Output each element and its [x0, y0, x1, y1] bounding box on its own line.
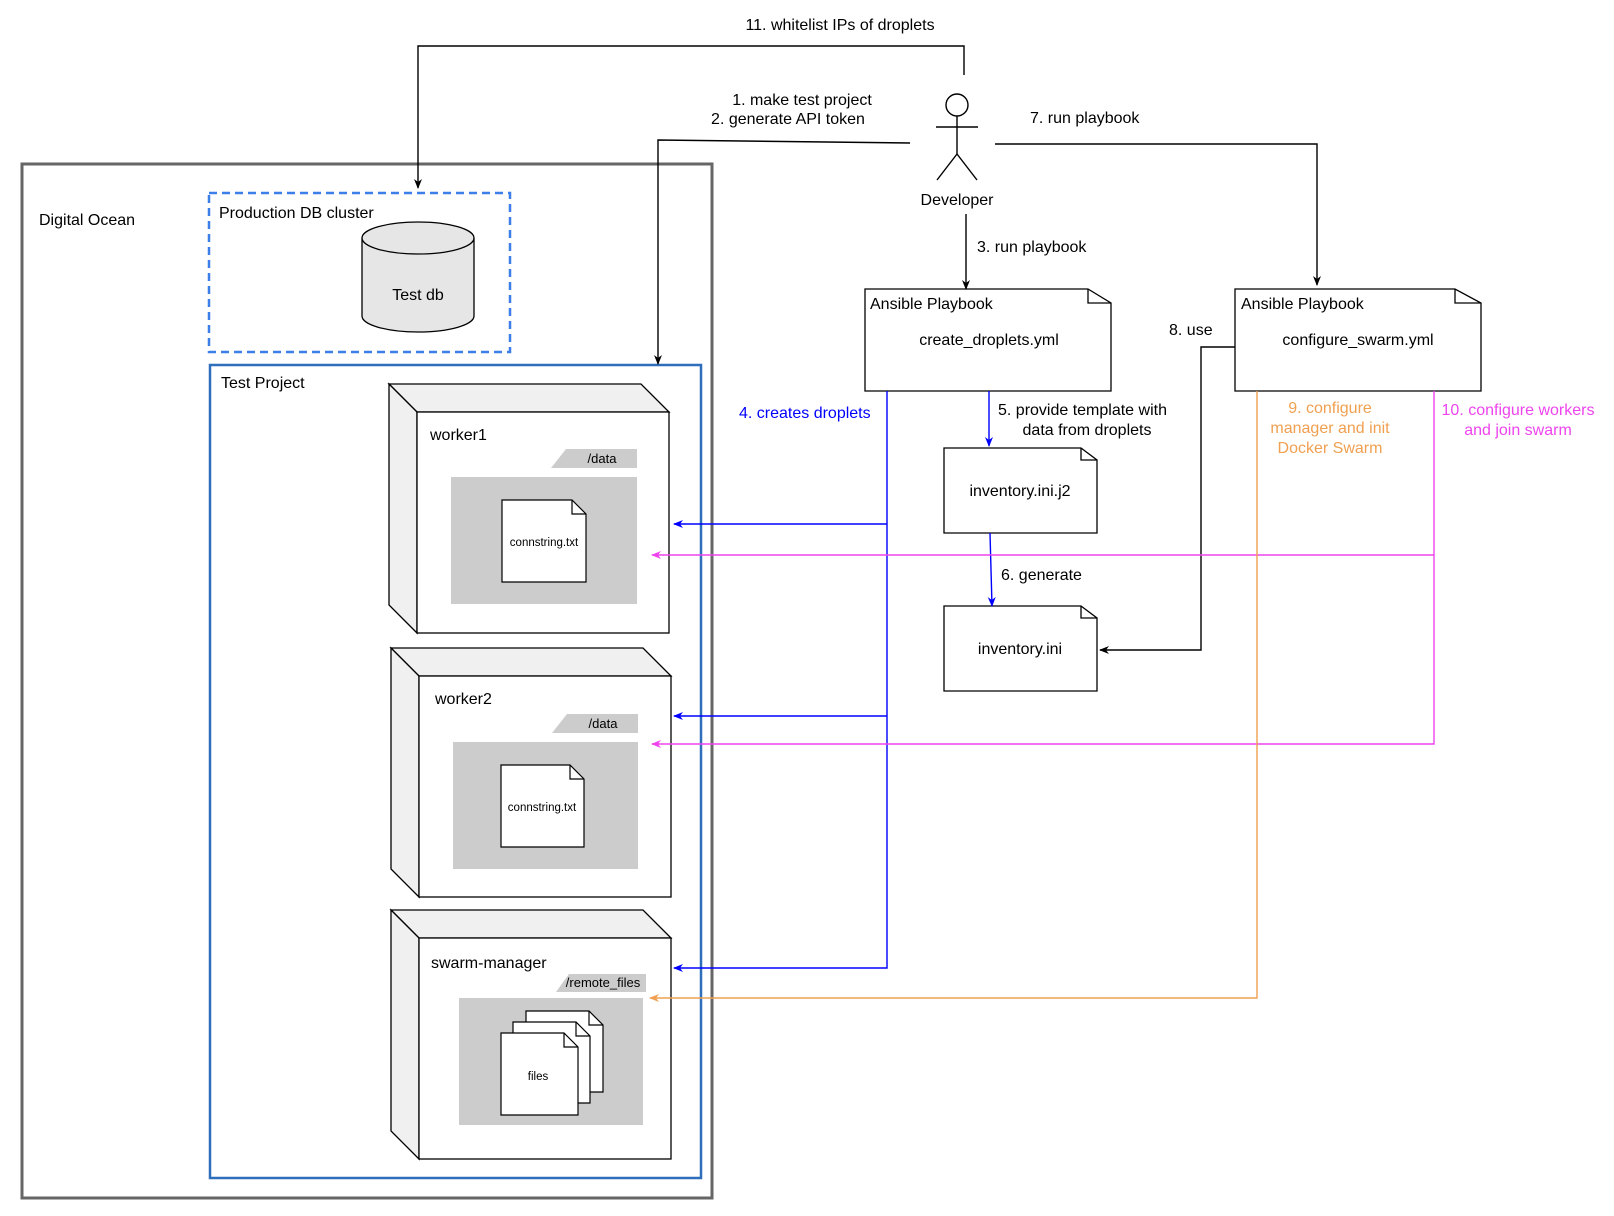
production-db-cluster-label: Production DB cluster [219, 205, 374, 222]
person-icon [936, 93, 978, 181]
worker2-file-label: connstring.txt [508, 802, 577, 814]
step-9-label-line2: manager and init [1270, 420, 1390, 437]
arrow-run-configure-playbook [995, 143, 1321, 286]
configure-swarm-playbook: Ansible Playbook configure_swarm.yml [1234, 288, 1482, 392]
magenta-connectors [651, 391, 1435, 748]
worker2-folder-label: /data [589, 716, 619, 731]
create-playbook-file: create_droplets.yml [919, 332, 1059, 349]
inventory-template-file: inventory.ini.j2 [943, 447, 1098, 534]
test-project-container: Test Project [208, 363, 703, 1180]
step-2-label: 2. generate API token [711, 111, 865, 128]
folder-icon [451, 449, 637, 604]
step-11-label: 11. whitelist IPs of droplets [745, 17, 934, 34]
digital-ocean-container: Digital Ocean [20, 162, 714, 1200]
step-9-label-line3: Docker Swarm [1278, 440, 1383, 457]
developer-actor: Developer [921, 93, 995, 209]
production-db-cluster: Production DB cluster [207, 191, 512, 354]
swarm-manager-label: swarm-manager [431, 955, 547, 972]
creates-droplets-trunk [673, 391, 888, 972]
step-5-label-line2: data from droplets [1023, 422, 1152, 439]
worker1-node: worker1 /data connstring.txt [387, 382, 671, 635]
arrow-generate-inventory [987, 532, 996, 607]
step-3-label: 3. run playbook [977, 239, 1087, 256]
create-droplets-playbook: Ansible Playbook create_droplets.yml [864, 288, 1112, 392]
test-db-cylinder: Test db [361, 221, 475, 333]
step-1-label: 1. make test project [732, 92, 872, 109]
swarm-manager-folder-label: /remote_files [566, 975, 641, 990]
step-labels: 11. whitelist IPs of droplets 1. make te… [711, 17, 1594, 584]
inventory-file-label: inventory.ini [978, 641, 1062, 658]
create-playbook-title: Ansible Playbook [870, 296, 994, 313]
test-db-label: Test db [392, 287, 444, 304]
inventory-file: inventory.ini [943, 605, 1098, 692]
developer-label: Developer [921, 192, 995, 209]
step-7-label: 7. run playbook [1030, 110, 1140, 127]
arrow-configure-manager [649, 391, 1258, 1002]
document-icon [501, 499, 587, 583]
swarm-manager-file-label: files [528, 1071, 549, 1083]
arrow-make-test-project [654, 139, 911, 365]
worker2-label: worker2 [434, 691, 492, 708]
test-project-label: Test Project [221, 375, 305, 392]
arrow-use-inventory [1099, 346, 1235, 654]
digital-ocean-label: Digital Ocean [39, 212, 135, 229]
configure-workers-trunk [651, 391, 1435, 748]
step-5-label-line1: 5. provide template with [998, 402, 1167, 419]
multiple-documents-icon [500, 1010, 604, 1116]
arrow-whitelist-ips [414, 45, 965, 189]
configure-playbook-title: Ansible Playbook [1241, 296, 1365, 313]
blue-connectors [673, 391, 996, 972]
step-10-label-line2: and join swarm [1464, 422, 1572, 439]
worker2-node: worker2 /data connstring.txt [389, 646, 673, 899]
worker1-label: worker1 [429, 427, 487, 444]
worker1-folder-label: /data [588, 451, 618, 466]
worker1-file-label: connstring.txt [510, 537, 579, 549]
document-icon [500, 764, 585, 848]
configure-playbook-file: configure_swarm.yml [1282, 332, 1433, 349]
orange-connectors [649, 391, 1258, 1002]
step-10-label-line1: 10. configure workers [1442, 402, 1595, 419]
step-6-label: 6. generate [1001, 567, 1082, 584]
inventory-template-label: inventory.ini.j2 [969, 483, 1070, 500]
swarm-manager-node: swarm-manager /remote_files files [389, 908, 673, 1161]
black-connectors [414, 45, 1321, 654]
step-4-label: 4. creates droplets [739, 405, 871, 422]
step-9-label-line1: 9. configure [1288, 400, 1372, 417]
step-8-label: 8. use [1169, 322, 1213, 339]
